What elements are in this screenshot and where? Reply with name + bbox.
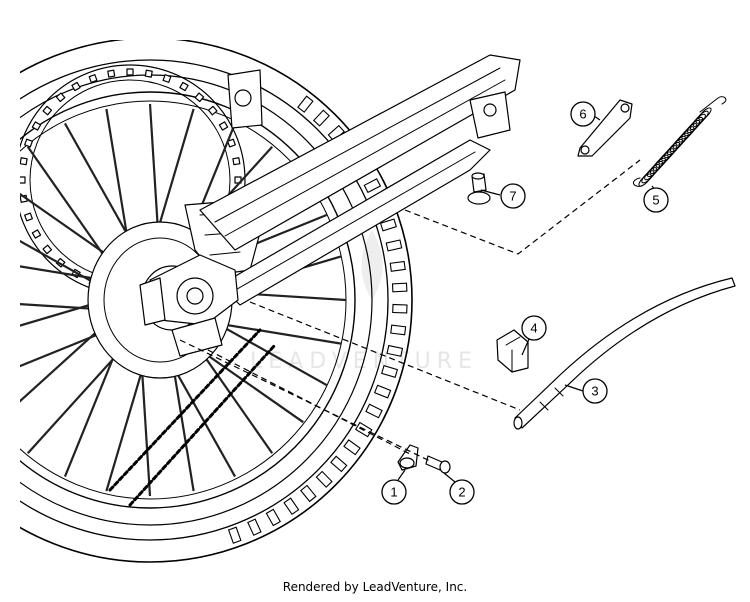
callout-7[interactable]: 7 (500, 183, 526, 209)
part-5-spring (633, 96, 727, 187)
sprocket-teeth (20, 68, 242, 292)
callout-1-label: 1 (390, 485, 397, 500)
footer-credit: Rendered by LeadVenture, Inc. (282, 580, 468, 594)
wheel-assembly-illustration (20, 40, 521, 563)
callout-5-circle (643, 187, 669, 213)
part-3-rod (513, 277, 736, 430)
part-7-bolt (467, 172, 491, 205)
callout-1-circle (381, 479, 407, 505)
callout-3[interactable]: 3 (582, 378, 608, 404)
part-4-clamp (496, 329, 529, 373)
callout-2-label: 2 (458, 485, 465, 500)
callout-3-label: 3 (591, 384, 598, 399)
callout-4-circle (521, 315, 547, 341)
callout-3-circle (582, 378, 608, 404)
tire-tread (227, 95, 408, 544)
callout-4-label: 4 (530, 321, 537, 336)
part-6-bracket (577, 99, 633, 157)
callout-5-label: 5 (652, 193, 659, 208)
callout-2-circle (449, 479, 475, 505)
callout-6[interactable]: 6 (570, 101, 596, 127)
callout-5[interactable]: 5 (643, 187, 669, 213)
callout-2[interactable]: 2 (449, 479, 475, 505)
callout-1[interactable]: 1 (381, 479, 407, 505)
callout-4[interactable]: 4 (521, 315, 547, 341)
callout-6-label: 6 (579, 107, 586, 122)
callout-7-circle (500, 183, 526, 209)
callout-7-label: 7 (509, 189, 516, 204)
part-1-tab (397, 444, 419, 471)
callout-6-circle (570, 101, 596, 127)
leader-lines (179, 115, 656, 483)
part-2-bolt (425, 455, 451, 474)
